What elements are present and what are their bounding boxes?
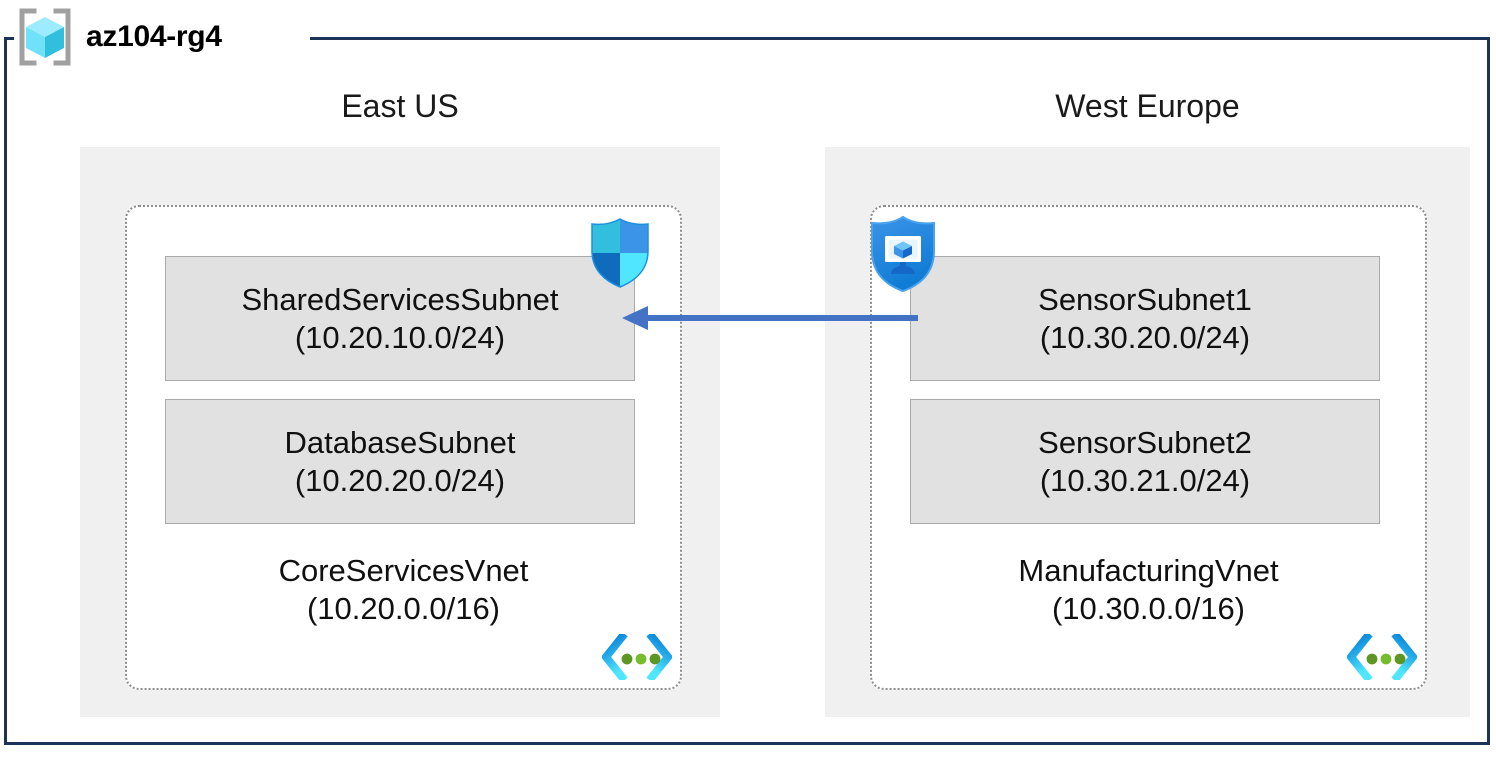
vnet-name: ManufacturingVnet	[1018, 553, 1279, 588]
resource-group-name: az104-rg4	[86, 20, 222, 53]
vnet-cidr: (10.20.0.0/16)	[306, 590, 501, 626]
subnet-shared-services[interactable]: SharedServicesSubnet (10.20.10.0/24)	[165, 256, 635, 381]
vnet-name: CoreServicesVnet	[278, 553, 529, 588]
resource-group-frame-top-left	[4, 37, 18, 40]
subnet-sensor-2[interactable]: SensorSubnet2 (10.30.21.0/24)	[910, 399, 1380, 524]
resource-group-header: az104-rg4	[14, 5, 228, 69]
vnet-caption-core-services: CoreServicesVnet (10.20.0.0/16)	[127, 552, 680, 628]
subnet-name: SensorSubnet1	[1038, 281, 1252, 317]
region-label-west-europe: West Europe	[1055, 88, 1240, 124]
region-label-east-us: East US	[341, 88, 459, 124]
virtual-network-icon	[602, 634, 672, 680]
virtual-network-icon	[1347, 634, 1417, 680]
region-west-europe: West Europe SensorSubnet1 (10.30.20.0/24…	[825, 88, 1470, 733]
subnet-cidr: (10.20.10.0/24)	[294, 319, 506, 355]
vnet-caption-manufacturing: ManufacturingVnet (10.30.0.0/16)	[872, 552, 1425, 628]
subnet-sensor-1[interactable]: SensorSubnet1 (10.30.20.0/24)	[910, 256, 1380, 381]
vnet-cidr: (10.30.0.0/16)	[1051, 590, 1246, 626]
resource-group-frame	[4, 37, 1490, 745]
subnet-name: SensorSubnet2	[1038, 424, 1252, 460]
bastion-shield-monitor-icon	[871, 215, 935, 293]
subnet-cidr: (10.20.20.0/24)	[294, 462, 506, 498]
region-east-us: East US SharedServicesSubnet (10.20.10.0…	[80, 88, 720, 733]
vnet-core-services[interactable]: SharedServicesSubnet (10.20.10.0/24) Dat…	[125, 205, 682, 690]
resource-group-frame-top-right	[310, 37, 1490, 40]
subnet-name: DatabaseSubnet	[284, 424, 516, 460]
subnet-database[interactable]: DatabaseSubnet (10.20.20.0/24)	[165, 399, 635, 524]
network-security-group-shield-icon	[591, 218, 649, 288]
vnet-manufacturing[interactable]: SensorSubnet1 (10.30.20.0/24) SensorSubn…	[870, 205, 1427, 690]
subnet-cidr: (10.30.20.0/24)	[1039, 319, 1251, 355]
subnet-cidr: (10.30.21.0/24)	[1039, 462, 1251, 498]
vnet-peering-arrow	[622, 306, 918, 330]
resource-group-cube-icon	[19, 8, 71, 66]
subnet-name: SharedServicesSubnet	[241, 281, 559, 317]
